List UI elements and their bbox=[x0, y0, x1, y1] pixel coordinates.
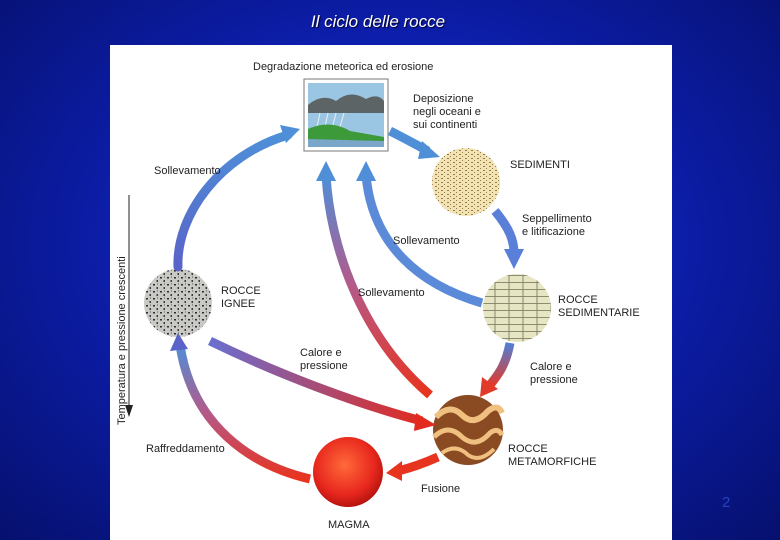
sedimentary-rocks-label: ROCCE SEDIMENTARIE bbox=[558, 294, 640, 319]
igneous-rock-image bbox=[144, 269, 212, 337]
metamorphic-rock-image bbox=[432, 395, 505, 465]
heat-pressure-right-arrow bbox=[480, 342, 515, 397]
weathering-landscape-image bbox=[303, 78, 389, 152]
temperature-pressure-axis bbox=[125, 195, 133, 417]
rock-cycle-diagram: Degradazione meteorica ed erosione Depos… bbox=[110, 45, 672, 540]
page-number: 2 bbox=[722, 494, 731, 511]
melting-label: Fusione bbox=[421, 483, 461, 495]
rock-cycle-svg bbox=[125, 78, 551, 507]
metamorphic-rocks-label: ROCCE METAMORFICHE bbox=[508, 443, 597, 468]
deposition-label: Deposizione negli oceani e sui continent… bbox=[413, 93, 481, 131]
sediments-label: SEDIMENTI bbox=[510, 159, 570, 171]
weathering-label: Degradazione meteorica ed erosione bbox=[253, 61, 434, 73]
sedimentary-rock-image bbox=[483, 274, 551, 342]
burial-arrow bbox=[491, 208, 524, 269]
uplift-inner-label: Sollevamento bbox=[393, 235, 460, 247]
heat-pressure-center-label: Calore e pressione bbox=[300, 347, 348, 372]
heat-pressure-right-label: Calore e pressione bbox=[530, 361, 578, 386]
uplift-center-arrow bbox=[316, 161, 433, 399]
slide-title: Il ciclo delle rocce bbox=[310, 12, 446, 31]
uplift-center-label: Sollevamento bbox=[358, 287, 425, 299]
uplift-inner-arrow bbox=[356, 161, 484, 308]
uplift-left-label: Sollevamento bbox=[154, 165, 221, 177]
burial-label: Seppellimento e litificazione bbox=[522, 213, 592, 238]
igneous-rocks-label: ROCCE IGNEE bbox=[221, 285, 261, 310]
magma-image bbox=[313, 437, 383, 507]
heat-pressure-center-arrow bbox=[208, 336, 436, 431]
cooling-arrow bbox=[170, 333, 312, 484]
uplift-left-arrow bbox=[173, 125, 300, 272]
axis-label: Temperatura e pressione crescenti bbox=[116, 256, 128, 425]
sediments-image bbox=[432, 148, 500, 216]
deposition-arrow bbox=[387, 126, 440, 159]
cooling-label: Raffreddamento bbox=[146, 443, 225, 455]
melting-arrow bbox=[386, 452, 440, 481]
magma-label: MAGMA bbox=[328, 519, 370, 531]
